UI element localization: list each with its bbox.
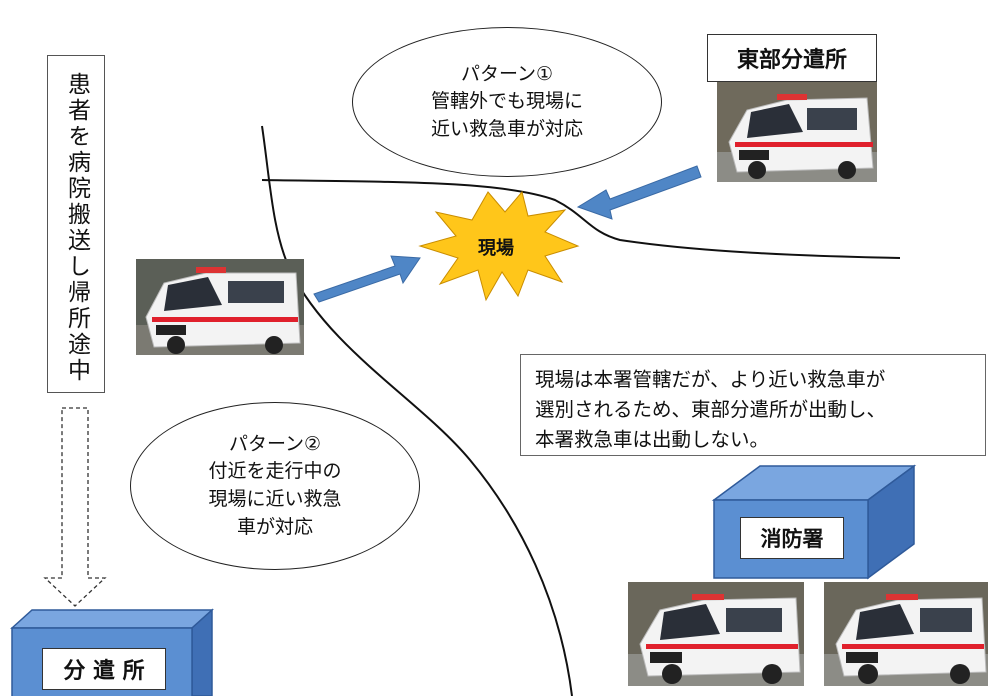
pattern1-bubble: パターン① 管轄外でも現場に 近い救急車が対応 [352,27,662,177]
arrow-from-east [576,165,702,220]
ambulance-photo-station-2 [824,582,988,686]
pattern1-line2: 管轄外でも現場に [430,90,583,113]
fire-station-label: 消防署 [740,517,844,559]
scene-burst [418,190,580,302]
dashed-down-arrow [43,407,107,607]
ambulance-photo-station-1 [628,582,804,686]
boundary-line [261,125,573,696]
road-line [261,179,901,259]
note-line2: 選別されるため、東部分遣所が出動し、 [535,398,887,422]
pattern2-line3: 現場に近い救急 [208,488,342,510]
note-line3: 本署救急車は出動しない。 [535,428,770,452]
scene-label: 現場 [478,238,514,259]
vertical-note-box: 患者を病院搬送し帰所途中 [47,55,105,393]
pattern1-title: パターン① [460,62,554,85]
pattern2-title: パターン② [228,432,322,455]
pattern2-bubble: パターン② 付近を走行中の 現場に近い救急 車が対応 [130,402,420,570]
arrow-from-west [313,255,421,303]
vertical-note-text: 患者を病院搬送し帰所途中 [63,72,90,384]
explanation-note: 現場は本署管轄だが、より近い救急車が 選別されるため、東部分遣所が出動し、 本署… [520,354,986,456]
pattern2-line4: 車が対応 [236,515,313,538]
ambulance-photo-west [136,259,304,355]
ambulance-photo-east [717,82,877,182]
pattern1-line3: 近い救急車が対応 [430,117,583,140]
branch-office-label: 分 遣 所 [42,648,166,690]
pattern2-line2: 付近を走行中の [208,460,342,483]
note-line1: 現場は本署管轄だが、より近い救急車が [535,368,886,391]
east-branch-label: 東部分遣所 [707,34,877,82]
